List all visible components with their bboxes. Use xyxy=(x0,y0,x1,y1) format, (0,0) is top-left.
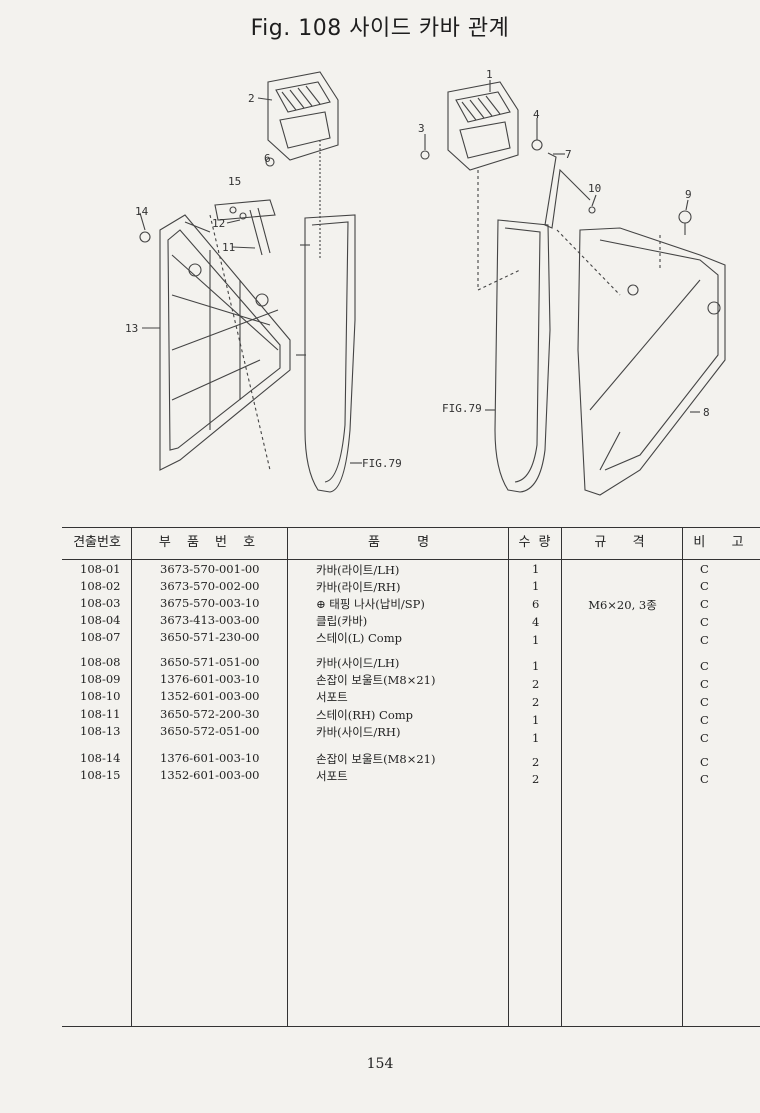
cell-remarks: C xyxy=(700,677,709,691)
header-item-no: 견출번호 xyxy=(73,535,121,550)
cell-spec: M6×20, 3종 xyxy=(588,598,657,612)
cell-quantity: 2 xyxy=(532,755,540,769)
cell-remarks: C xyxy=(700,615,709,629)
cell-part-no: 1352-601-003-00 xyxy=(160,689,260,703)
cell-part-name: 카바(사이드/LH) xyxy=(316,656,400,670)
cell-remarks: C xyxy=(700,713,709,727)
cell-item-no: 108-14 xyxy=(80,751,121,765)
cell-remarks: C xyxy=(700,597,709,611)
cell-quantity: 2 xyxy=(532,677,540,691)
callout-11: 11 xyxy=(222,241,235,254)
cell-part-no: 3673-570-001-00 xyxy=(160,562,260,576)
page-title: Fig. 108 사이드 카바 관계 xyxy=(250,16,510,41)
cell-remarks: C xyxy=(700,579,709,593)
fig-ref-right: FIG.79 xyxy=(442,402,482,415)
callout-15: 15 xyxy=(228,175,241,188)
callout-8: 8 xyxy=(703,406,710,419)
cell-part-name: 서포트 xyxy=(316,769,348,783)
cell-part-no: 3650-572-051-00 xyxy=(160,724,260,738)
cell-part-no: 1352-601-003-00 xyxy=(160,768,260,782)
cell-item-no: 108-10 xyxy=(80,689,121,703)
side-cover-rh-drawing xyxy=(577,227,726,496)
cell-part-name: 스테이(L) Comp xyxy=(316,631,402,645)
cell-item-no: 108-07 xyxy=(80,630,121,644)
cell-part-no: 1376-601-003-10 xyxy=(160,751,260,765)
cell-part-name: 카바(라이트/LH) xyxy=(316,563,400,577)
callout-10: 10 xyxy=(588,182,601,195)
cell-item-no: 108-08 xyxy=(80,655,121,669)
cell-part-name: 카바(사이드/RH) xyxy=(316,725,401,739)
cell-quantity: 1 xyxy=(532,562,540,576)
cell-part-no: 3650-571-230-00 xyxy=(160,630,260,644)
cell-part-name: ⊕ 태핑 나사(납비/SP) xyxy=(316,597,425,611)
cell-quantity: 1 xyxy=(532,659,540,673)
cell-item-no: 108-13 xyxy=(80,724,121,738)
cell-part-no: 3673-413-003-00 xyxy=(160,613,260,627)
stay-frame-rh-drawing xyxy=(494,219,551,493)
cell-quantity: 6 xyxy=(532,597,540,611)
parts-table: 견출번호 부 품 번 호 품 명 수 량 규 격 비 고 108-01 3673-… xyxy=(62,527,760,1027)
cell-item-no: 108-09 xyxy=(80,672,121,686)
cell-remarks: C xyxy=(700,772,709,786)
cell-remarks: C xyxy=(700,755,709,769)
cell-item-no: 108-04 xyxy=(80,613,121,627)
header-spec: 규 격 xyxy=(594,535,651,550)
cell-part-name: 카바(라이트/RH) xyxy=(316,580,401,594)
cell-item-no: 108-03 xyxy=(80,596,121,610)
callout-6: 6 xyxy=(264,152,271,165)
stay-frame-lh-drawing xyxy=(296,214,356,493)
callout-13: 13 xyxy=(125,322,138,335)
header-quantity: 수 량 xyxy=(518,535,553,550)
cell-part-name: 스테이(RH) Comp xyxy=(316,708,414,722)
table-grid xyxy=(62,527,760,1027)
cell-quantity: 2 xyxy=(532,695,540,709)
callout-4: 4 xyxy=(533,108,540,121)
callout-12: 12 xyxy=(212,217,225,230)
cell-remarks: C xyxy=(700,633,709,647)
cell-part-name: 손잡이 보울트(M8×21) xyxy=(316,673,436,687)
light-cover-lh-drawing xyxy=(267,71,339,260)
cell-part-name: 손잡이 보울트(M8×21) xyxy=(316,752,436,766)
cell-part-name: 클립(카바) xyxy=(316,614,368,628)
cell-remarks: C xyxy=(700,695,709,709)
cell-part-no: 1376-601-003-10 xyxy=(160,672,260,686)
header-part-no: 부 품 번 호 xyxy=(158,535,262,550)
cell-quantity: 1 xyxy=(532,713,540,727)
fig-ref-left: FIG.79 xyxy=(362,457,402,470)
cell-part-no: 3675-570-003-10 xyxy=(160,596,260,610)
cell-remarks: C xyxy=(700,562,709,576)
callout-2: 2 xyxy=(248,92,255,105)
callout-labels: 2 6 15 12 11 14 13 FIG.79 1 3 4 7 10 9 8… xyxy=(125,68,710,470)
page-number: 154 xyxy=(366,1056,394,1072)
header-remarks: 비 고 xyxy=(693,535,750,550)
cell-part-name: 서포트 xyxy=(316,690,348,704)
cell-quantity: 2 xyxy=(532,772,540,786)
light-cover-rh-drawing xyxy=(447,81,519,171)
cell-quantity: 1 xyxy=(532,731,540,745)
cell-quantity: 4 xyxy=(532,615,540,629)
cell-quantity: 1 xyxy=(532,633,540,647)
cell-item-no: 108-15 xyxy=(80,768,121,782)
cell-remarks: C xyxy=(700,659,709,673)
callout-14: 14 xyxy=(135,205,149,218)
callout-7: 7 xyxy=(565,148,572,161)
cell-item-no: 108-01 xyxy=(80,562,121,576)
cell-remarks: C xyxy=(700,731,709,745)
callout-9: 9 xyxy=(685,188,692,201)
parts-diagram: 2 6 15 12 11 14 13 FIG.79 1 3 4 7 10 9 8… xyxy=(125,68,726,496)
cell-quantity: 1 xyxy=(532,579,540,593)
cell-part-no: 3673-570-002-00 xyxy=(160,579,260,593)
cell-item-no: 108-11 xyxy=(80,707,121,721)
cell-item-no: 108-02 xyxy=(80,579,121,593)
cell-part-no: 3650-572-200-30 xyxy=(160,707,260,721)
side-cover-lh-drawing xyxy=(159,214,291,471)
header-part-name: 품 명 xyxy=(367,535,430,550)
callout-1: 1 xyxy=(486,68,493,81)
callout-3: 3 xyxy=(418,122,425,135)
cell-part-no: 3650-571-051-00 xyxy=(160,655,260,669)
